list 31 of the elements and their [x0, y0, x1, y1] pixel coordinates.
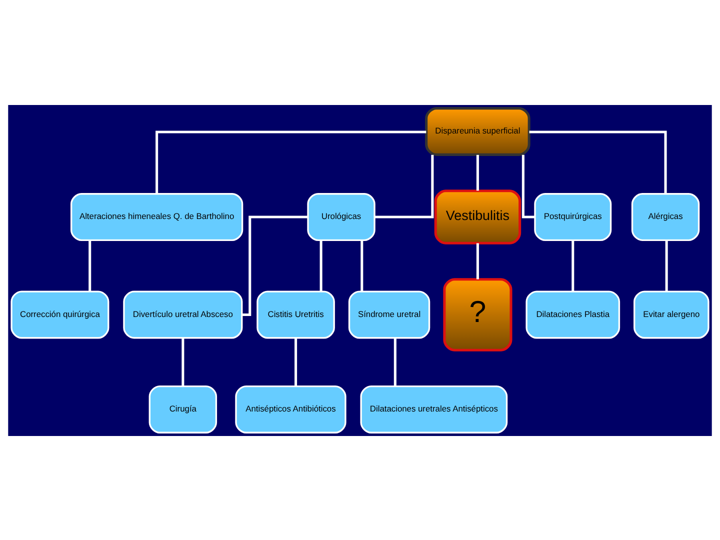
- connector: [394, 337, 396, 386]
- node-box: Antisépticos Antibióticos: [235, 384, 346, 433]
- connector: [294, 337, 298, 386]
- node-box: Dilataciones Plastia: [526, 290, 620, 338]
- connector: [529, 130, 667, 194]
- connector: [374, 154, 434, 218]
- node-box: Vestibulitis: [434, 189, 522, 244]
- node-box: Evitar alergeno: [634, 290, 710, 338]
- connector: [476, 242, 479, 279]
- connector: [572, 240, 574, 291]
- node-box: Alérgicas: [631, 192, 700, 241]
- connector: [360, 240, 364, 291]
- connector: [156, 130, 426, 194]
- node-box: Dilataciones uretrales Antisépticos: [360, 384, 508, 433]
- node-box: Dispareunia superficial: [425, 106, 530, 156]
- node-box: Divertículo uretral Absceso: [123, 290, 243, 338]
- node-box: Postquirúrgicas: [534, 192, 612, 241]
- connector: [476, 154, 479, 190]
- node-box: Urológicas: [307, 192, 376, 241]
- node-box: Alteraciones himeneales Q. de Bartholino: [70, 192, 244, 241]
- node-box: Cistitis Uretritis: [256, 290, 335, 338]
- node-box: Síndrome uretral: [348, 290, 430, 338]
- connector: [522, 154, 535, 218]
- node-box: ?: [443, 278, 512, 351]
- connector: [88, 240, 92, 291]
- node-box: Corrección quirúrgica: [10, 290, 110, 338]
- connector: [242, 215, 308, 316]
- connector: [320, 240, 322, 291]
- node-box: Cirugía: [148, 384, 218, 433]
- connector: [182, 337, 184, 386]
- connector: [665, 240, 668, 291]
